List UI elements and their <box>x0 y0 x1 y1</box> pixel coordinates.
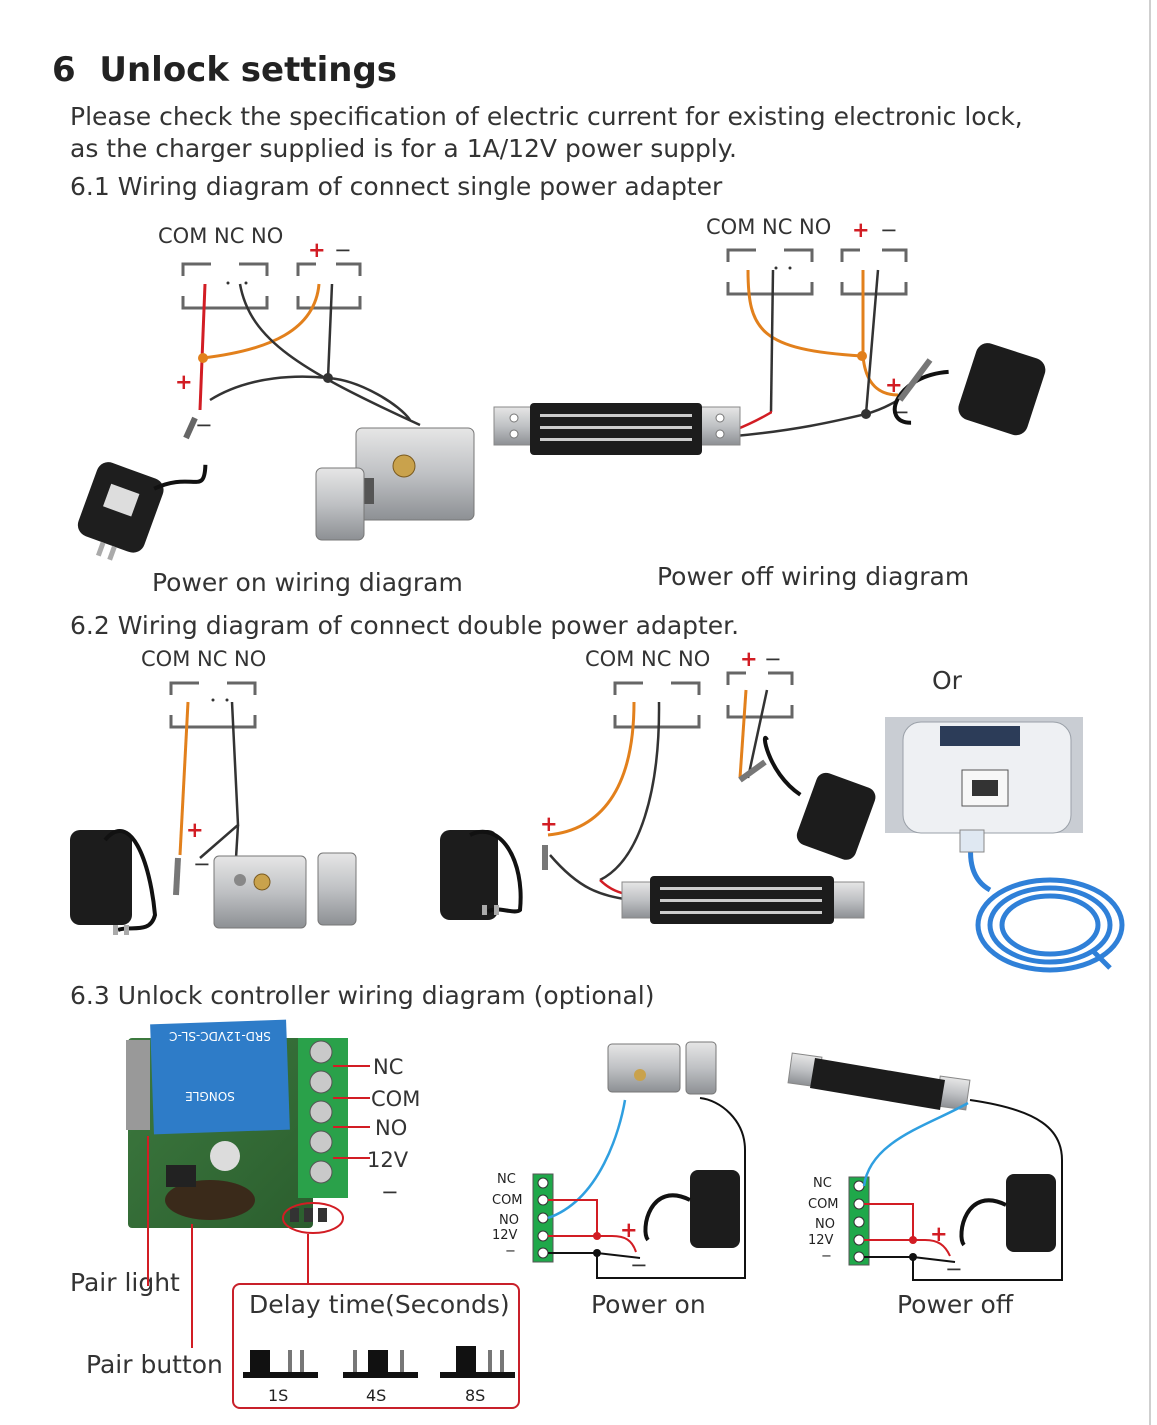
power-adapter-62-right <box>762 735 876 860</box>
electric-lock-61 <box>315 427 475 541</box>
caption-power-on: Power on <box>591 1290 706 1319</box>
subsection-6-3-title: 6.3 Unlock controller wiring diagram (op… <box>70 981 655 1010</box>
terminal-block-61-left <box>181 262 362 310</box>
plus-sign-61-adapter: + <box>175 370 193 394</box>
sch-on-nc: NC <box>497 1172 516 1187</box>
caption-power-off: Power off <box>897 1290 1014 1319</box>
pin-label-nc: NC <box>373 1055 404 1079</box>
plus-sign-61-left: + <box>308 238 326 262</box>
pin-label-12v: 12V <box>367 1148 409 1172</box>
delay-label-8s: 8S <box>465 1386 486 1405</box>
sch-off-no: NO <box>815 1217 835 1232</box>
subsection-6-1-title: 6.1 Wiring diagram of connect single pow… <box>70 172 723 201</box>
intro-line-1: Please check the specification of electr… <box>70 102 1023 131</box>
terminal-labels-double-right: COM NC NO <box>585 647 711 671</box>
terminal-block-62-right <box>613 671 794 729</box>
minus-sign-63-on: − <box>630 1253 648 1277</box>
power-adapter-62-middle <box>440 829 523 920</box>
relay-controller-board: SRD-12VDC-SL-C SONGLE <box>126 1019 348 1228</box>
or-label: Or <box>932 666 962 695</box>
delay-time-frame <box>232 1283 520 1409</box>
ethernet-cable-photo <box>968 837 1125 973</box>
jumper-8s <box>440 1346 515 1378</box>
sch-off-minus: − <box>821 1249 832 1264</box>
jumper-4s <box>343 1350 418 1378</box>
delay-time-title: Delay time(Seconds) <box>249 1290 510 1319</box>
power-adapter-61-right <box>892 343 1046 436</box>
power-adapter-61-left <box>77 462 208 561</box>
terminal-labels-power-off: COM NC NO <box>706 215 832 239</box>
plus-sign-63-on: + <box>620 1218 638 1242</box>
pin-label-com: COM <box>371 1087 421 1111</box>
sch-off-12v: 12V <box>808 1233 834 1248</box>
power-adapter-62-left <box>70 829 158 935</box>
jumper-1s <box>243 1350 318 1378</box>
minus-sign-61-right: − <box>880 218 898 242</box>
minus-sign-62-left: − <box>193 852 211 876</box>
pin-label-no: NO <box>375 1116 408 1140</box>
electric-lock-63 <box>607 1041 717 1095</box>
minus-sign-61-left: − <box>334 238 352 262</box>
minus-sign-61-adapter: − <box>195 413 213 437</box>
section-title: 6 Unlock settings <box>52 50 398 90</box>
power-adapter-63-off <box>959 1174 1056 1252</box>
sch-on-no: NO <box>499 1213 519 1228</box>
sch-off-com: COM <box>808 1197 839 1212</box>
delay-label-1s: 1S <box>268 1386 289 1405</box>
terminal-block-62-left <box>169 681 257 729</box>
delay-label-4s: 4S <box>366 1386 387 1405</box>
pair-light-label: Pair light <box>70 1268 180 1297</box>
pair-button-label: Pair button <box>86 1350 223 1379</box>
sch-on-com: COM <box>492 1193 523 1208</box>
electric-lock-62 <box>213 852 357 929</box>
magnetic-lock-61 <box>493 403 741 455</box>
terminal-block-61-right <box>726 248 908 296</box>
caption-power-on-wiring: Power on wiring diagram <box>152 568 463 597</box>
intro-line-2: as the charger supplied is for a 1A/12V … <box>70 134 737 163</box>
subsection-6-2-title: 6.2 Wiring diagram of connect double pow… <box>70 611 740 640</box>
minus-sign-62-right: − <box>764 647 782 671</box>
sch-on-12v: 12V <box>492 1228 518 1243</box>
minus-sign-63-off: − <box>945 1257 963 1281</box>
plus-sign-62-middle: + <box>540 812 558 836</box>
plus-sign-61-right: + <box>852 218 870 242</box>
relay-print-text: SRD-12VDC-SL-C <box>169 1029 271 1043</box>
plus-sign-62-left: + <box>186 818 204 842</box>
exit-panel-ethernet-photo <box>885 717 1083 834</box>
power-adapter-63-on <box>643 1170 740 1248</box>
relay-brand-text: SONGLE <box>185 1089 235 1103</box>
plus-sign-63-off: + <box>930 1222 948 1246</box>
caption-power-off-wiring: Power off wiring diagram <box>657 562 970 591</box>
sch-on-minus: − <box>505 1244 516 1259</box>
pin-label-minus: − <box>381 1180 399 1204</box>
plus-sign-62-right: + <box>740 647 758 671</box>
magnetic-lock-63 <box>787 1052 971 1111</box>
sch-off-nc: NC <box>813 1176 832 1191</box>
terminal-labels-double-left: COM NC NO <box>141 647 267 671</box>
magnetic-lock-62 <box>621 876 865 924</box>
plus-sign-61-right-adapter: + <box>885 373 903 397</box>
terminal-labels-power-on: COM NC NO <box>158 224 284 248</box>
